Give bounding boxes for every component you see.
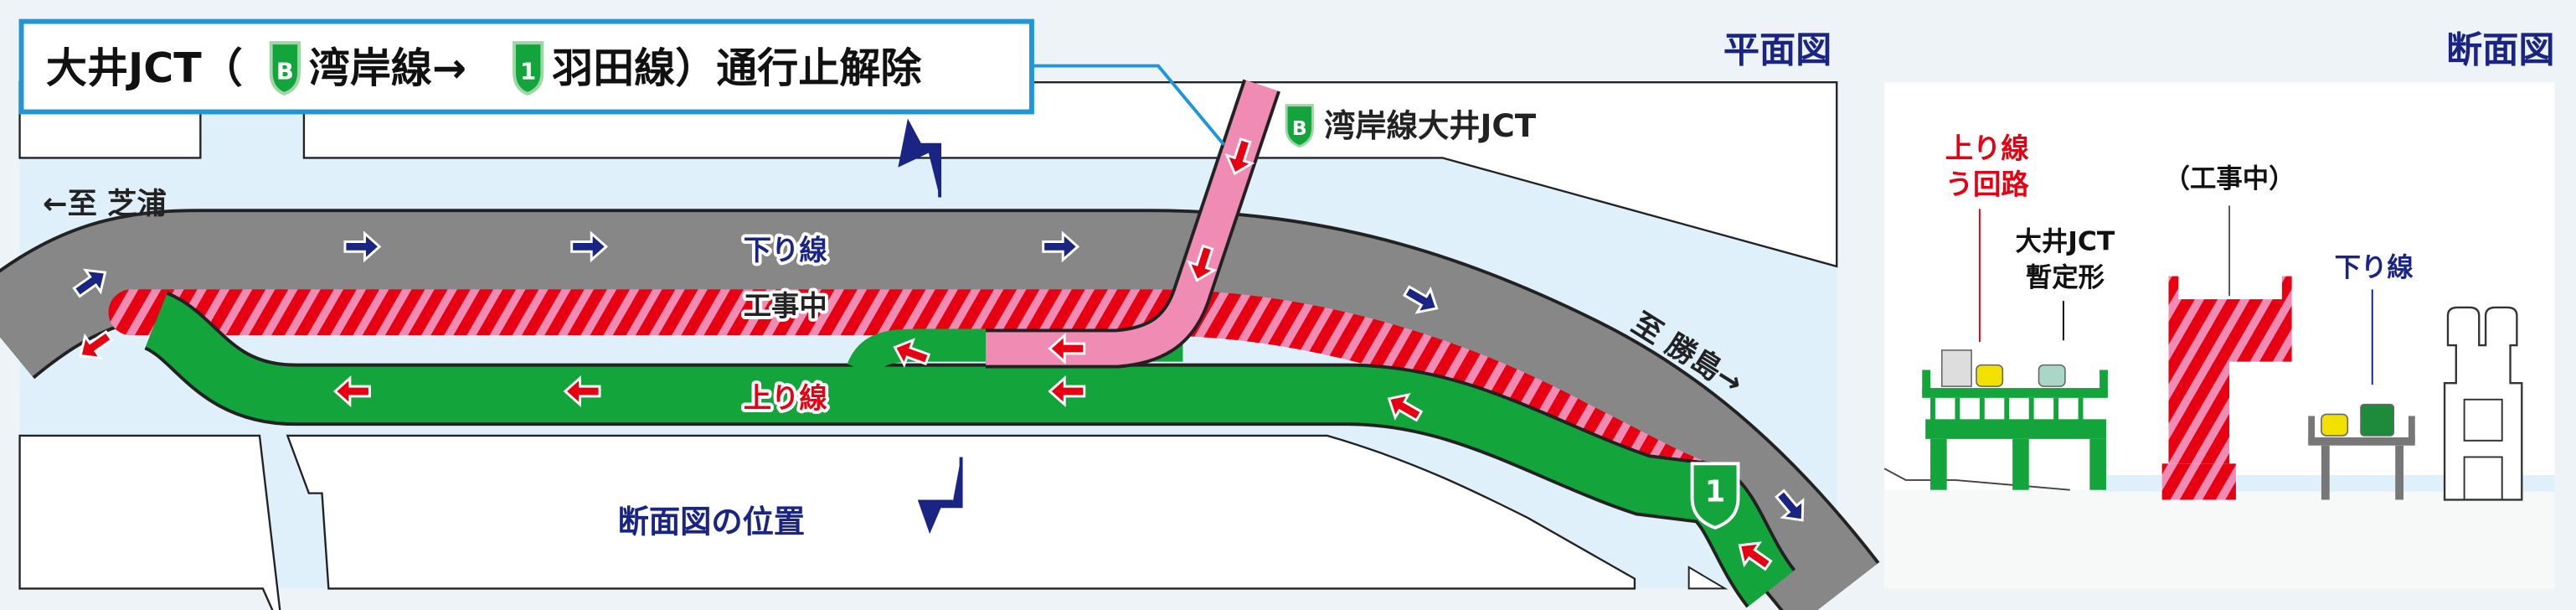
construction-label: 工事中 [744, 290, 827, 323]
plan-view: 平面図 B 湾岸線大井JCT ←至 芝浦 至 勝島→ 下り線 工事中 上り線 断… [0, 30, 1880, 610]
section-view: 断面図 [1883, 30, 2555, 589]
pier-under-construction [2161, 276, 2292, 500]
to-shibaura-label: ←至 芝浦 [43, 187, 167, 221]
bayshore-ramp-green [847, 328, 1183, 377]
title-route-b-badge: B [276, 59, 294, 85]
section-marker-bottom [917, 457, 963, 535]
down-line-section-label: 下り線 [2335, 253, 2414, 283]
title-route-1-badge: 1 [520, 59, 536, 85]
route-b-badge-text: B [1292, 116, 1307, 140]
title-box: 大井JCT（ B 湾岸線→ 1 羽田線）通行止解除 [18, 18, 1034, 115]
car-icon [1976, 364, 2004, 387]
route-1-shield-icon [513, 41, 544, 96]
plan-heading: 平面図 [1723, 30, 1832, 72]
vehicles-lower [2321, 403, 2395, 437]
svg-text:大井JCT（: 大井JCT（ [46, 44, 243, 92]
car-icon [2321, 413, 2349, 437]
route-1-shield: 1 [1690, 462, 1740, 530]
down-line-viaduct [2308, 416, 2415, 500]
land-bottom-right [1687, 566, 1728, 590]
title-route-b: 湾岸線→ [309, 44, 466, 92]
up-line-label: 上り線 [744, 382, 828, 415]
title-prefix: 大井JCT（ [46, 44, 243, 92]
ground [1884, 489, 2555, 589]
down-line-label: 下り線 [744, 234, 828, 266]
detour-label-line2: う回路 [1945, 168, 2030, 201]
land-bottom-left [18, 434, 281, 610]
route-b-shield-icon [1285, 104, 1314, 148]
title-leader-line [1031, 64, 1225, 146]
land-bottom [286, 434, 1636, 590]
bayshore-jct-text: 湾岸線大井JCT [1324, 107, 1537, 144]
section-marker-top [898, 118, 942, 198]
provisional-label-line1: 大井JCT [2015, 226, 2115, 256]
construction-section-label: （工事中） [2164, 164, 2295, 194]
vehicles-upper [1940, 349, 2066, 387]
provisional-label-line2: 暫定形 [2026, 262, 2105, 292]
route-1-shield-icon [1690, 462, 1740, 530]
truck-icon [1940, 349, 1972, 387]
car-icon [2038, 364, 2066, 387]
route-1-badge-text: 1 [1705, 474, 1726, 509]
route-b-shield-icon [269, 41, 301, 96]
tower [2443, 306, 2523, 501]
truck-icon [2360, 403, 2395, 437]
title-route-1: 羽田線）通行止解除 [552, 44, 922, 92]
detour-label-line1: 上り線 [1945, 132, 2030, 164]
section-position-label: 断面図の位置 [618, 504, 806, 540]
provisional-viaduct [1922, 370, 2108, 490]
bayshore-jct-label: B 湾岸線大井JCT [1285, 104, 1537, 148]
section-heading: 断面図 [2446, 30, 2554, 72]
land-top [302, 81, 1838, 268]
